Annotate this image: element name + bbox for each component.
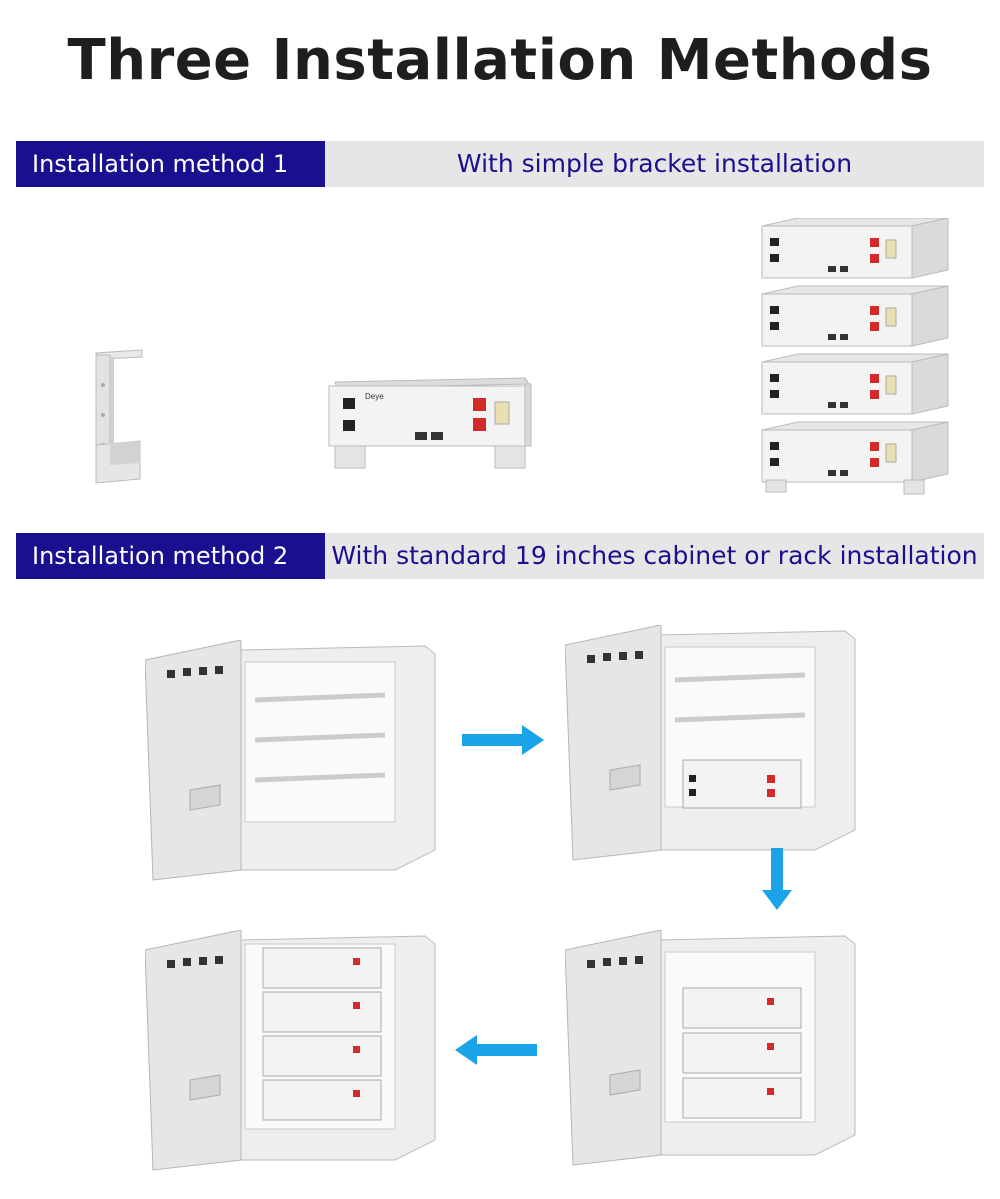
cabinet-full-icon [145,930,436,1171]
method-2-description: With standard 19 inches cabinet or rack … [331,541,978,570]
bracket-icon [94,349,143,484]
method-2-banner: Installation method 2 With standard 19 i… [16,533,984,579]
cabinet-empty-icon [145,640,436,881]
battery-module-icon: Deye [328,377,532,469]
method-1-banner: Installation method 1 With simple bracke… [16,141,984,187]
arrow-left-icon [455,1035,537,1065]
arrow-right-icon [462,725,544,755]
method-1-description: With simple bracket installation [456,149,853,178]
arrow-down-icon [762,848,792,910]
cabinet-three-batteries-icon [565,930,856,1166]
method-1-tag: Installation method 1 [16,141,325,187]
method-2-tag: Installation method 2 [16,533,325,579]
battery-brand: Deye [365,392,384,401]
battery-stack-icon [761,218,949,495]
page-title: Three Installation Methods [67,28,933,93]
cabinet-one-battery-icon [565,625,856,861]
